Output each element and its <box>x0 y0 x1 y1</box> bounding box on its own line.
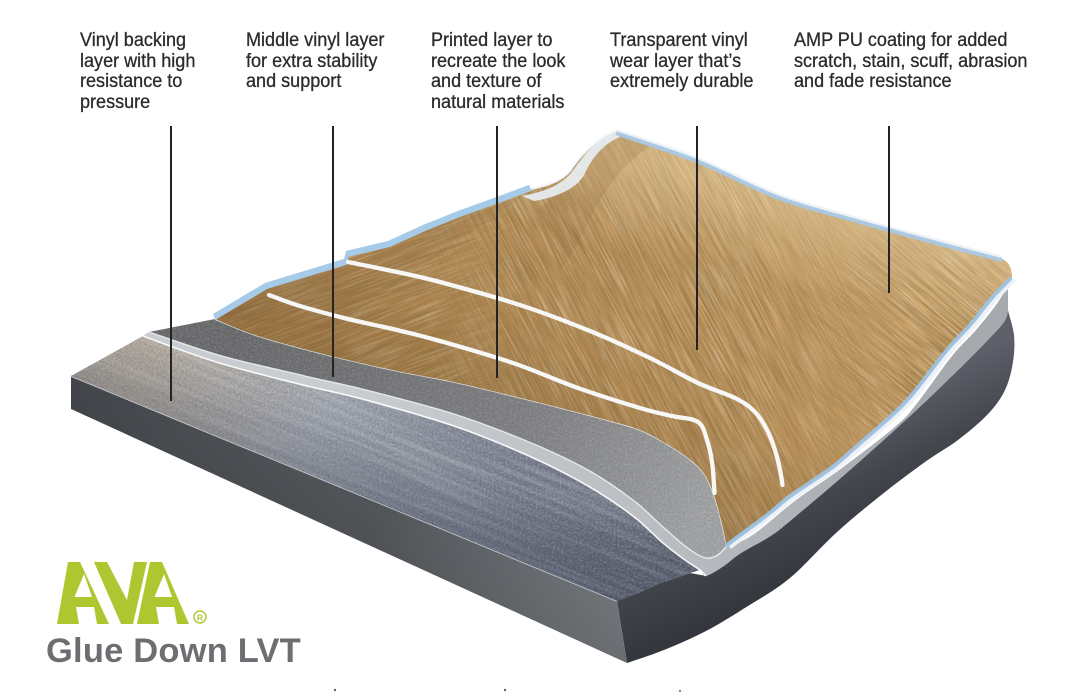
svg-text:R: R <box>197 613 203 623</box>
